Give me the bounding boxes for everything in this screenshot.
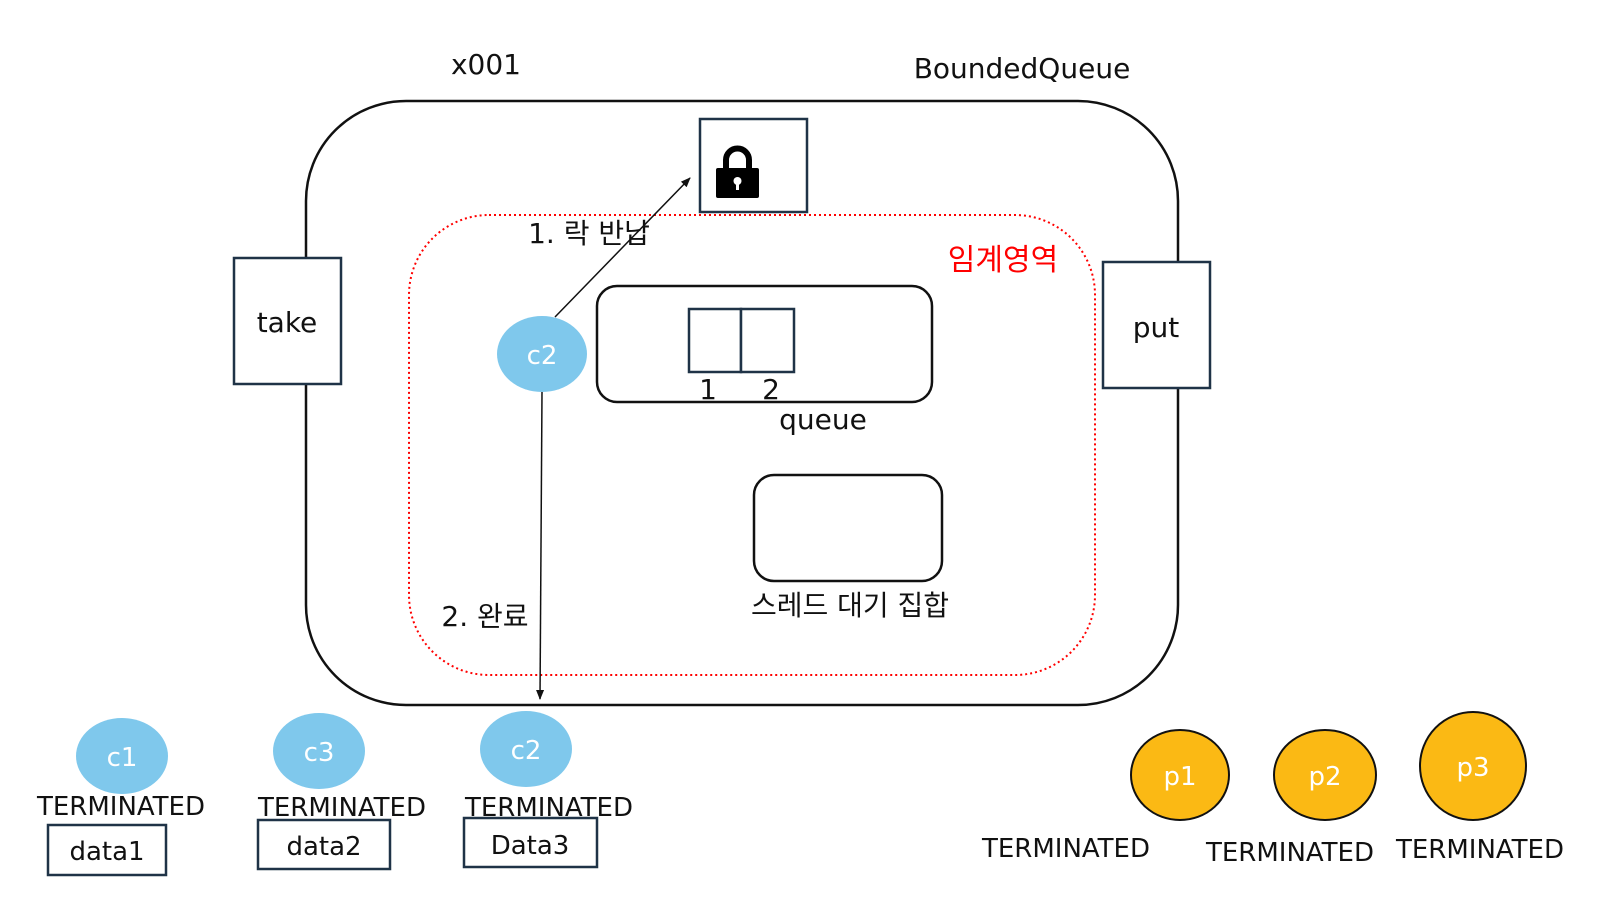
put-label: put [1133, 311, 1180, 344]
queue-slot-index: 2 [762, 373, 780, 406]
consumer-thread: c1 TERMINATED data1 [36, 718, 205, 877]
consumer-thread-state: TERMINATED [257, 793, 426, 823]
queue-slot-index: 1 [699, 373, 717, 406]
consumer-data-box [256, 818, 392, 871]
producer-thread-state: TERMINATED [981, 834, 1150, 864]
thread-wait-set [752, 473, 944, 583]
take-method: take [232, 256, 343, 386]
consumer-data-box [46, 823, 168, 877]
step-done-label: 2. 완료 [441, 600, 528, 633]
consumer-data-label: data2 [286, 832, 361, 862]
producer-thread-name: p3 [1456, 753, 1489, 783]
producer-thread-state: TERMINATED [1395, 835, 1564, 865]
consumer-thread-name: c2 [511, 736, 542, 766]
active-thread-name: c2 [527, 341, 558, 371]
producer-thread: p3 TERMINATED [1395, 711, 1564, 865]
done-arrow [536, 391, 545, 700]
consumer-thread: c2 TERMINATED Data3 [462, 711, 633, 869]
lock [698, 117, 809, 214]
thread-wait-set-label: 스레드 대기 집합 [751, 589, 949, 622]
consumer-thread: c3 TERMINATED data2 [256, 713, 426, 871]
producer-thread: p2 TERMINATED [1205, 729, 1377, 868]
object-id-label: x001 [451, 48, 521, 81]
producer-thread-name: p1 [1163, 762, 1196, 792]
step-release-lock-label: 1. 락 반납 [528, 217, 650, 250]
queue-slot [687, 307, 743, 374]
consumer-thread-state: TERMINATED [36, 792, 205, 822]
consumer-thread-name: c1 [107, 743, 138, 773]
queue-slot [739, 307, 796, 374]
consumer-thread-name: c3 [304, 738, 335, 768]
bounded-queue-object [304, 99, 1180, 707]
critical-section [408, 214, 1096, 676]
producer-thread-state: TERMINATED [1205, 838, 1374, 868]
release-lock-arrow [554, 177, 691, 318]
class-name-label: BoundedQueue [914, 52, 1131, 85]
take-label: take [257, 306, 318, 339]
queue-label: queue [779, 403, 867, 436]
producer-thread-name: p2 [1308, 762, 1341, 792]
critical-section-label: 임계영역 [948, 243, 1058, 278]
consumer-data-label: Data3 [491, 831, 570, 861]
put-method: put [1101, 260, 1212, 390]
consumer-data-label: data1 [69, 837, 144, 867]
producer-thread: p1 TERMINATED [981, 729, 1230, 864]
lock-icon [716, 145, 759, 198]
queue: 1 2 [595, 284, 934, 406]
active-thread-c2: c2 [497, 316, 587, 392]
consumer-data-box [462, 816, 599, 869]
